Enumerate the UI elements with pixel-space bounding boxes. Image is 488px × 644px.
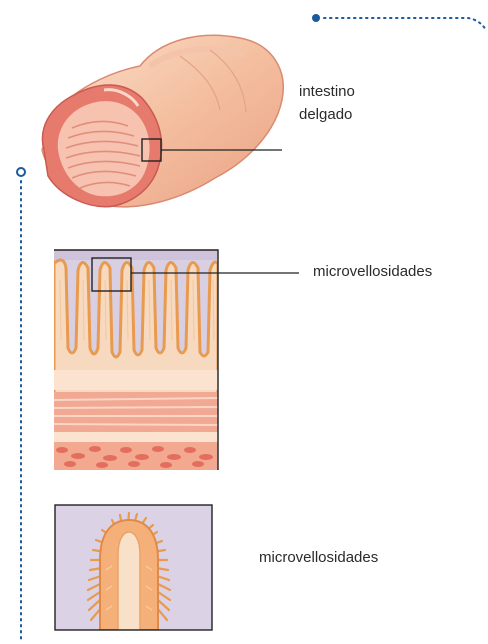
label-microvilli-section: microvellosidades <box>313 260 432 283</box>
guide-dot-open <box>17 168 25 176</box>
intestine-illustration <box>42 35 283 207</box>
villi-section <box>54 250 299 470</box>
guide-dot-filled <box>312 14 320 22</box>
label-intestine: intestino delgado <box>299 80 369 126</box>
villus-closeup <box>55 505 212 630</box>
label-microvilli-closeup: microvellosidades <box>259 546 378 569</box>
